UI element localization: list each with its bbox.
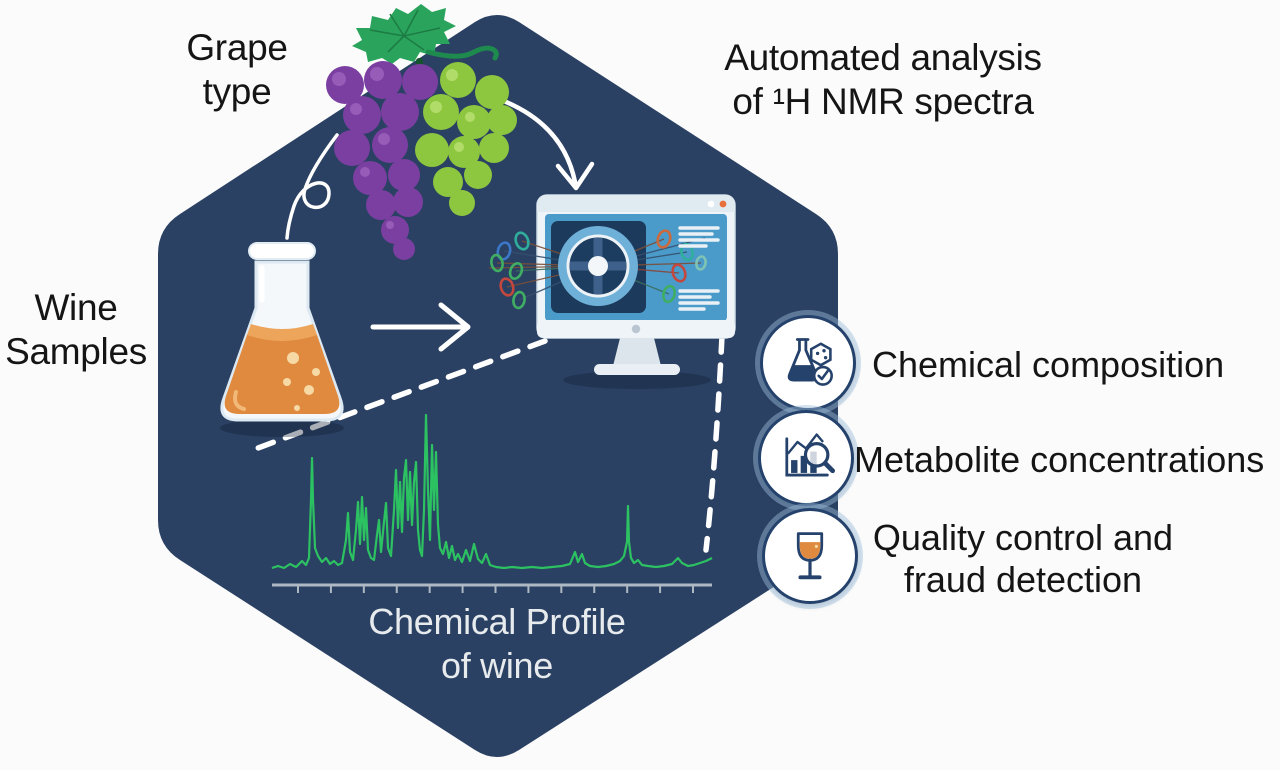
monitor-stand	[613, 338, 661, 366]
quality-control-line1: Quality control and	[872, 517, 1174, 558]
profile-line2: of wine	[441, 645, 553, 686]
grape-type-label: Grape type	[148, 26, 326, 114]
nmr-spectrum-line	[271, 413, 713, 570]
title-line2: of ¹H NMR spectra	[732, 81, 1034, 122]
flask-check-icon	[787, 338, 833, 386]
output-label-chemical-composition: Chemical composition	[872, 344, 1225, 385]
screen-text-lines	[678, 226, 720, 311]
nmr-coil-icon	[558, 226, 638, 306]
molecule-rings-left	[490, 231, 530, 310]
wine-samples-line1: Wine	[34, 287, 118, 328]
curly-connector-line	[285, 133, 339, 240]
nmr-spectrum-plot	[271, 413, 713, 593]
window-dot-white	[707, 200, 715, 208]
title-line1: Automated analysis	[724, 37, 1042, 78]
grape-type-line2: type	[202, 71, 272, 112]
quality-control-badge	[762, 508, 858, 604]
flask-to-monitor-arrow	[370, 302, 471, 352]
purple-grapes	[326, 61, 438, 260]
metabolite-concentrations-badge	[758, 410, 854, 506]
grapes-illustration	[326, 4, 517, 260]
grape-type-line1: Grape	[186, 27, 288, 68]
green-grapes	[415, 62, 517, 216]
dashed-projection-lines	[255, 333, 725, 553]
webcam-dot	[631, 324, 641, 334]
monitor-illustration	[488, 194, 736, 389]
grape-leaf-icon	[352, 4, 456, 64]
output-label-metabolite-concentrations: Metabolite concentrations	[854, 439, 1265, 480]
profile-line1: Chemical Profile	[368, 601, 626, 642]
grape-stem	[425, 45, 499, 61]
flask-bubbles	[283, 352, 320, 411]
chemical-composition-badge	[760, 315, 856, 411]
monitor-top-bar	[537, 195, 735, 212]
monitor-base	[594, 364, 680, 375]
page-title: Automated analysis of ¹H NMR spectra	[690, 36, 1076, 124]
molecule-rings-right	[656, 229, 707, 304]
output-label-quality-control: Quality control and fraud detection	[858, 517, 1188, 601]
wine-glass-icon	[796, 532, 824, 580]
chart-magnifier-icon	[785, 433, 836, 477]
axis-ticks	[297, 585, 694, 593]
window-dot-orange	[719, 200, 727, 208]
quality-control-line2: fraud detection	[903, 559, 1143, 600]
leaf-veins	[369, 9, 441, 53]
wine-samples-line2: Samples	[5, 331, 147, 372]
wine-flask-icon	[220, 242, 344, 437]
wine-samples-label: Wine Samples	[0, 286, 152, 374]
chemical-profile-label: Chemical Profile of wine	[330, 600, 664, 688]
